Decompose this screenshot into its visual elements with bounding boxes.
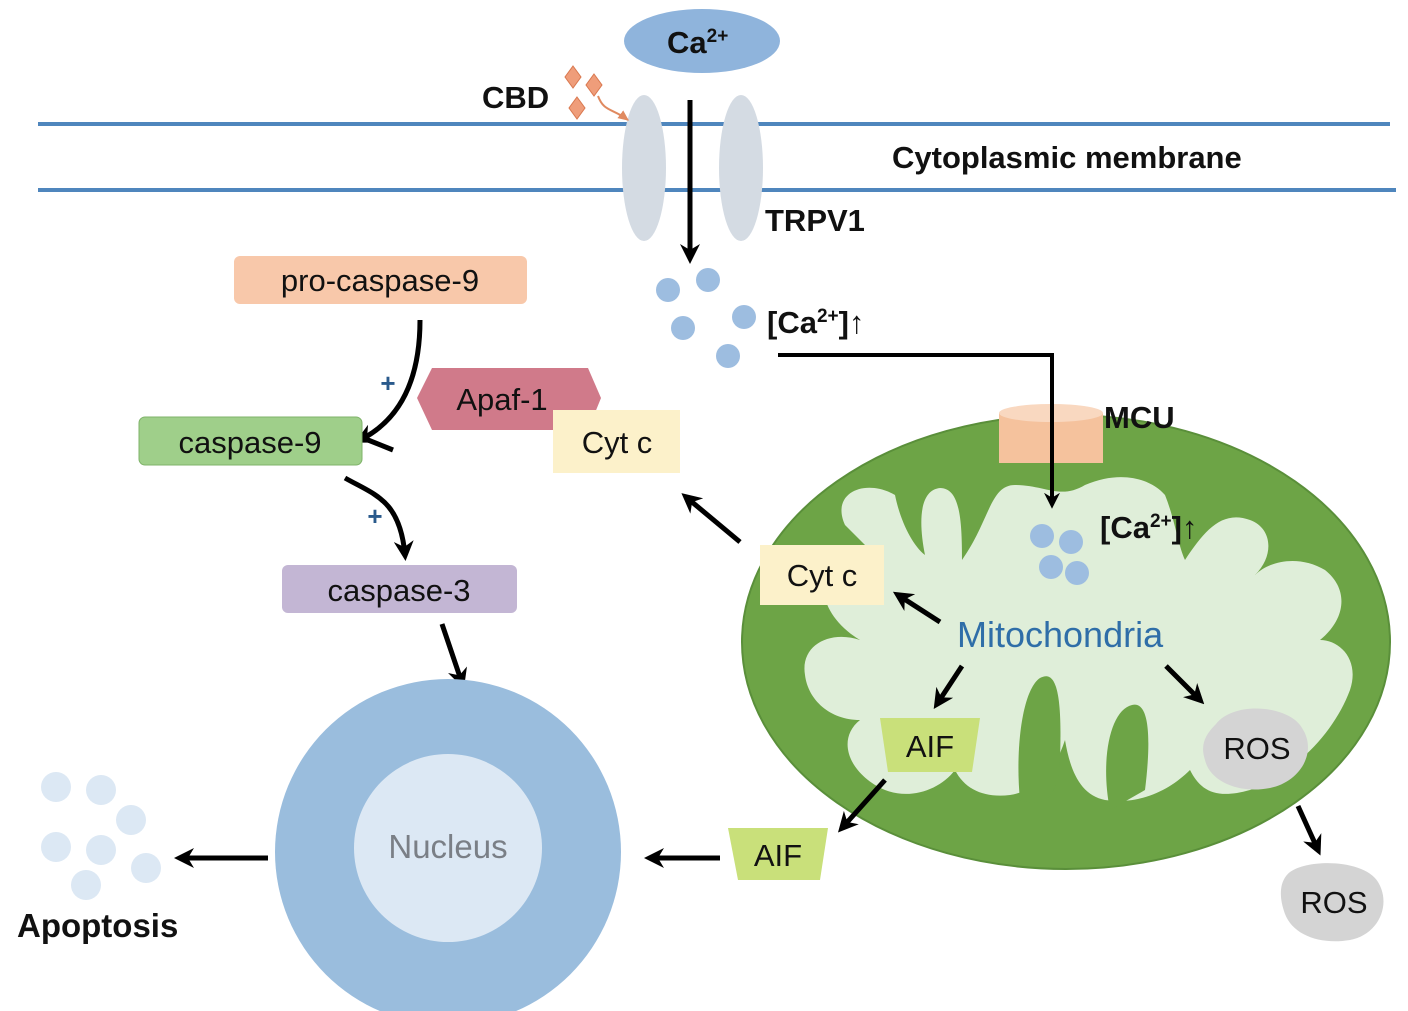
caspase9-box (138, 416, 363, 466)
ros-production-arrow (1164, 664, 1205, 705)
trpv1-channel-left (622, 95, 666, 241)
mitochondrial-calcium-label: [Ca2+]↑ (1100, 510, 1197, 545)
cytoplasmic-calcium-dots (656, 268, 756, 368)
membrane-label: Cytoplasmic membrane (892, 140, 1242, 175)
aif-exit-arrow (837, 778, 887, 833)
aif-outside-shape (728, 828, 828, 880)
apoptotic-bodies (41, 772, 161, 900)
cytc-mitochondrial-label: Cyt c (787, 558, 858, 593)
apoptosis-label: Apoptosis (17, 907, 178, 944)
caspase3-label: caspase-3 (327, 573, 470, 608)
aif-inside-label: AIF (906, 729, 954, 764)
cytc-to-apoptosome-arrow (681, 493, 742, 544)
cbd-molecules (564, 65, 603, 120)
caspase3-to-nucleus-arrow (439, 623, 467, 689)
mitochondria-label: Mitochondria (957, 614, 1164, 655)
cytc-complex-label: Cyt c (582, 425, 653, 460)
calcium-uptake-arrow (778, 353, 1060, 509)
nucleus-label: Nucleus (388, 828, 507, 865)
aif-release-arrow (933, 664, 965, 710)
caspase9-label: caspase-9 (178, 425, 321, 460)
cytc-complex-box (553, 410, 680, 473)
ros-inside-label: ROS (1223, 731, 1290, 766)
ros-outside-shape (1280, 863, 1384, 942)
plus-sign-caspase9: + (380, 368, 395, 398)
plus-sign-caspase3: + (367, 501, 382, 531)
trpv1-channel-right (719, 95, 763, 241)
calcium-ion-ellipse (624, 9, 780, 73)
apaf1-label: Apaf-1 (456, 382, 547, 417)
ros-release-arrow (1295, 804, 1322, 856)
trpv1-label: TRPV1 (765, 203, 865, 238)
aif-outside-label: AIF (754, 838, 802, 873)
aif-inside-shape (880, 718, 980, 772)
caspase3-box (282, 565, 517, 613)
nucleus-inner (354, 754, 542, 942)
cytc-release-arrow (892, 591, 942, 625)
caspase9-activation-arrow (354, 319, 423, 443)
cytc-mitochondrial-box (760, 545, 884, 605)
cbd-binding-arrow (597, 95, 629, 121)
cytoplasmic-calcium-label: [Ca2+]↑ (767, 305, 864, 340)
caspase3-activation-arrow (343, 475, 414, 561)
mitochondrial-calcium-dots (1030, 524, 1089, 585)
cbd-label: CBD (482, 80, 549, 115)
procaspase9-label: pro-caspase-9 (281, 263, 479, 298)
caspase9-arrow-tail (367, 437, 394, 453)
calcium-label: Ca2+ (667, 25, 728, 60)
mitochondrion-cristae (1018, 676, 1149, 810)
mcu-label: MCU (1104, 400, 1175, 435)
ros-inside-shape (1203, 708, 1308, 790)
procaspase9-box (234, 256, 527, 304)
ros-outside-label: ROS (1300, 885, 1367, 920)
